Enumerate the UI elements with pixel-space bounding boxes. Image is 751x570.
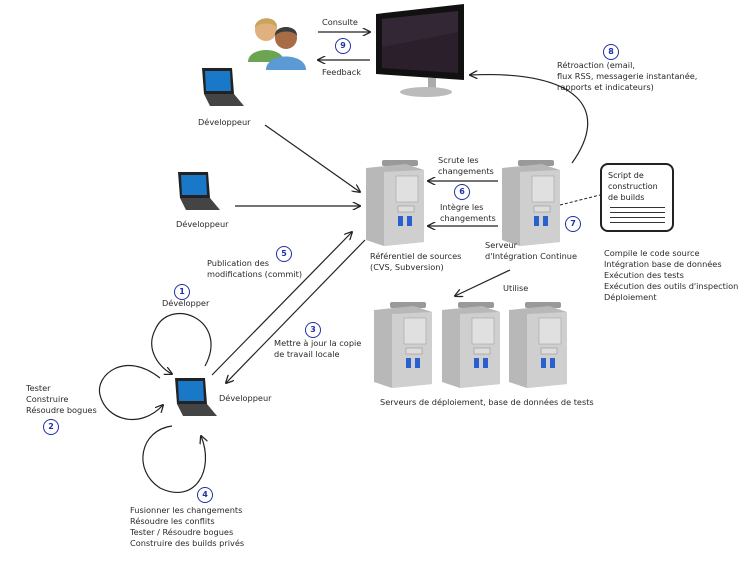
step-badge-5: 5 bbox=[276, 246, 292, 262]
edge-label-retroaction: Rétroaction (email, flux RSS, messagerie… bbox=[557, 60, 698, 92]
edge-label-publication: Publication des modifications (commit) bbox=[207, 258, 303, 279]
loop-label-fusionner: Fusionner les changements Résoudre les c… bbox=[130, 505, 245, 548]
step-badge-2: 2 bbox=[43, 419, 59, 435]
dev-top-label: Développeur bbox=[198, 117, 251, 127]
dev-main-label: Développeur bbox=[219, 393, 272, 403]
server-icon bbox=[509, 302, 567, 388]
step-badge-3: 3 bbox=[305, 322, 321, 338]
step-badge-8: 8 bbox=[603, 44, 619, 60]
loop-label-developper: Développer bbox=[162, 298, 210, 308]
arrow-commit bbox=[211, 232, 352, 376]
build-script-label: Script de construction de builds bbox=[608, 171, 658, 202]
step-badge-4: 4 bbox=[197, 487, 213, 503]
arrow-update bbox=[226, 239, 366, 383]
step-badge-7: 7 bbox=[565, 216, 581, 232]
arrow-utilise bbox=[455, 269, 511, 296]
arrow-retroaction bbox=[470, 75, 589, 164]
users-icon bbox=[248, 18, 306, 70]
server-icon bbox=[442, 302, 500, 388]
edge-label-consulte: Consulte bbox=[322, 17, 358, 27]
loop-fusionner bbox=[142, 425, 206, 494]
ci-task-list: Compile le code source Intégration base … bbox=[604, 248, 739, 302]
server-icon bbox=[366, 160, 424, 246]
step-badge-6: 6 bbox=[454, 184, 470, 200]
edge-label-feedback: Feedback bbox=[322, 67, 361, 77]
document-icon: Script de construction de builds bbox=[600, 163, 674, 232]
loop-tester bbox=[98, 365, 163, 421]
step-badge-1: 1 bbox=[174, 284, 190, 300]
laptop-icon bbox=[202, 68, 244, 106]
ci-server-label: Serveur d'Intégration Continue bbox=[485, 240, 577, 261]
deploy-servers-label: Serveurs de déploiement, base de données… bbox=[380, 397, 594, 407]
server-icon bbox=[502, 160, 560, 246]
arrow-dev-top-repo bbox=[264, 124, 360, 192]
repo-label: Référentiel de sources (CVS, Subversion) bbox=[370, 251, 462, 272]
laptop-icon bbox=[178, 172, 220, 210]
server-icon bbox=[374, 302, 432, 388]
loop-developper bbox=[151, 312, 212, 374]
dev-mid-label: Développeur bbox=[176, 219, 229, 229]
edge-label-scrute: Scrute les changements bbox=[438, 155, 494, 176]
monitor-icon bbox=[376, 4, 464, 97]
dashed-link-script bbox=[559, 194, 601, 206]
loop-label-tester: Tester Construire Résoudre bogues bbox=[26, 383, 97, 415]
edge-label-integre: Intègre les changements bbox=[440, 202, 496, 223]
edge-label-utilise: Utilise bbox=[503, 283, 529, 293]
edge-label-mettre: Mettre à jour la copie de travail locale bbox=[274, 338, 362, 359]
step-badge-9: 9 bbox=[335, 38, 351, 54]
laptop-icon bbox=[175, 378, 217, 416]
